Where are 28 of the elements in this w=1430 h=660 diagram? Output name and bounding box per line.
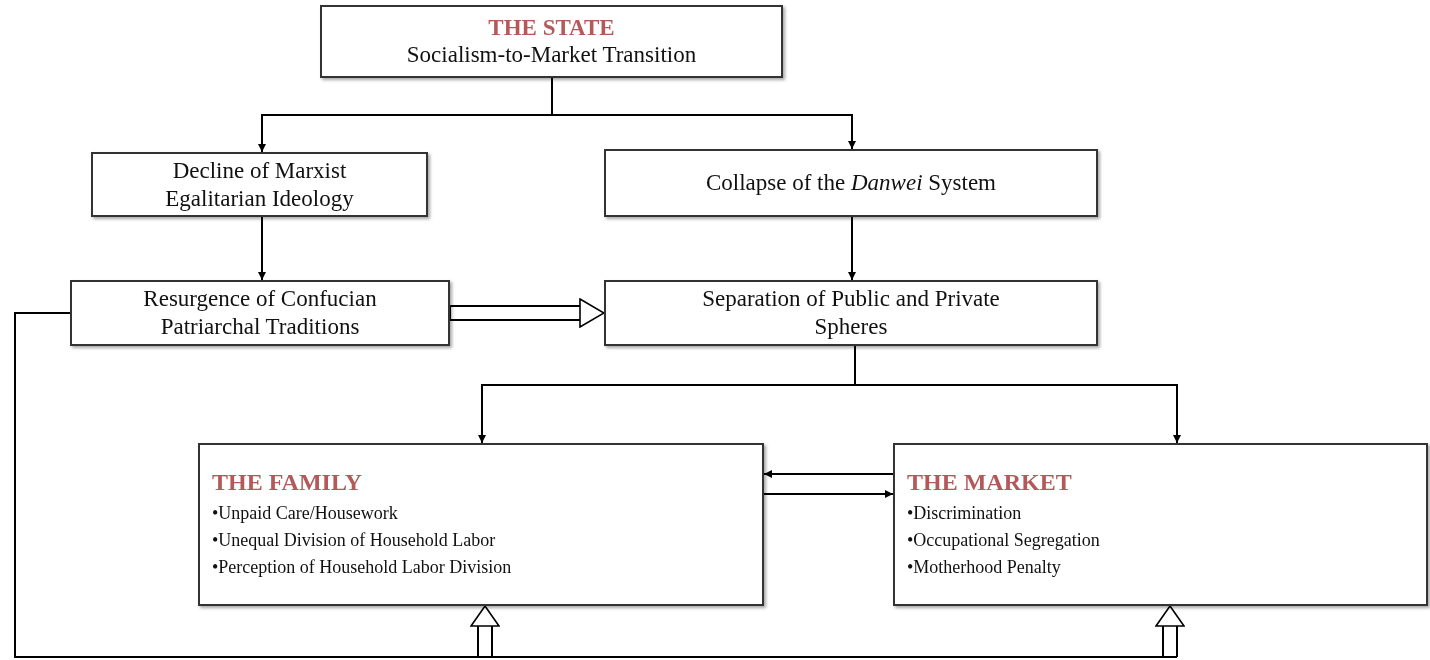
bullet-item: •Unequal Division of Household Labor [212, 529, 496, 552]
list-box [198, 443, 764, 606]
box-text: Separation of Public and Private Spheres [701, 285, 1001, 341]
box-heading: THE MARKET [907, 469, 1072, 496]
process-box [91, 152, 428, 217]
box-text: Socialism-to-Market Transition [406, 40, 697, 69]
arrow [551, 77, 856, 150]
arrow [848, 216, 856, 281]
arrow [763, 490, 894, 498]
box-heading: THE STATE [488, 14, 615, 41]
arrow [14, 312, 1185, 658]
bullet-item: •Motherhood Penalty [907, 556, 1061, 579]
bullet-item: •Occupational Segregation [907, 529, 1100, 552]
box-text: Resurgence of Confucian Patriarchal Traditions [142, 285, 378, 341]
list-box [893, 443, 1428, 606]
bullet-item: •Perception of Household Labor Division [212, 556, 512, 579]
box-heading: THE FAMILY [212, 469, 363, 496]
arrow [763, 470, 894, 478]
bullet-item: •Unpaid Care/Housework [212, 502, 398, 525]
process-box [604, 149, 1098, 217]
box-text: Decline of Marxist Egalitarian Ideology [164, 156, 355, 213]
process-box [70, 280, 450, 346]
process-box [604, 280, 1098, 346]
bullet-item: •Discrimination [907, 502, 1022, 525]
arrow [258, 216, 266, 281]
process-box [320, 5, 783, 78]
box-text: Collapse of the Danwei System [705, 169, 996, 197]
arrow [449, 298, 605, 328]
